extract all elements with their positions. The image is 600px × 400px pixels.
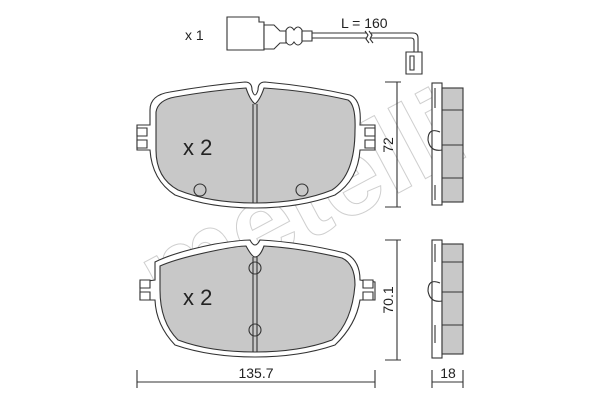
top-height-dimension-line xyxy=(385,81,401,208)
sensor-length: L = 160 xyxy=(341,15,388,31)
sensor-sleeve xyxy=(301,30,313,42)
dimension-lines: 72 70.1 135.7 18 xyxy=(136,81,464,388)
sensor-cable xyxy=(312,32,419,54)
bottom-pad-side xyxy=(427,239,464,359)
bottom-pad-hole xyxy=(248,323,262,337)
width-dimension-line xyxy=(136,370,376,388)
top-pad-height: 72 xyxy=(380,137,396,153)
bottom-pad-clips xyxy=(139,279,374,301)
wear-sensor: x 1 L = 160 xyxy=(185,15,423,75)
top-pad-quantity: x 2 xyxy=(183,135,212,160)
bottom-pad-hole xyxy=(248,261,262,275)
sensor-clip-slot xyxy=(409,55,415,71)
sensor-quantity: x 1 xyxy=(185,27,204,43)
bottom-height-dimension-line xyxy=(385,239,401,361)
top-pad-front: x 2 xyxy=(136,81,376,209)
bottom-side-backing-plate xyxy=(431,239,443,359)
bottom-side-friction-layer xyxy=(441,243,464,355)
sensor-connector xyxy=(226,16,265,51)
bottom-pad-height: 70.1 xyxy=(380,286,396,313)
top-pad-friction-material xyxy=(155,87,356,204)
top-pad-hole xyxy=(193,183,207,197)
cable-break-mark xyxy=(364,30,374,44)
sensor-bellows xyxy=(285,26,303,46)
thickness-dimension-line xyxy=(431,370,464,388)
top-side-details xyxy=(434,88,463,200)
top-pad-side xyxy=(427,82,464,206)
pad-width: 135.7 xyxy=(238,365,273,381)
top-side-backing-plate xyxy=(431,82,443,206)
bottom-side-spring xyxy=(427,281,443,302)
top-side-spring xyxy=(427,130,443,151)
pad-thickness: 18 xyxy=(440,365,456,381)
bottom-side-details xyxy=(434,244,463,343)
sensor-boot xyxy=(263,24,287,50)
bottom-pad-quantity: x 2 xyxy=(183,285,212,310)
top-pad-hole xyxy=(295,183,309,197)
bottom-pad-front: x 2 xyxy=(139,239,376,358)
top-pad-clips xyxy=(136,127,376,149)
top-pad-groove xyxy=(252,104,258,203)
